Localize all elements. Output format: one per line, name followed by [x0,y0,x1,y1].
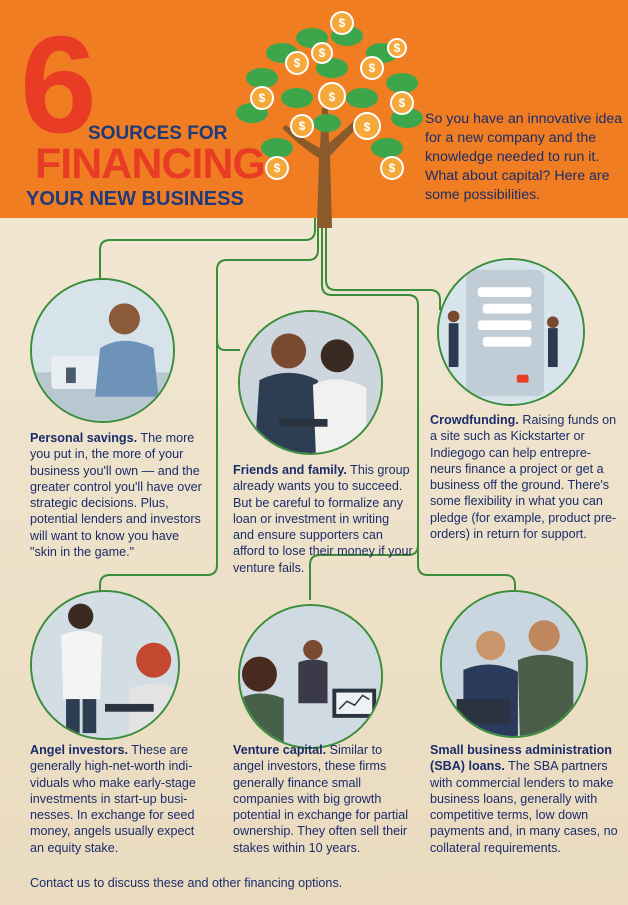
sba-loans-text: Small business administration (SBA) loan… [430,742,618,856]
money-tree-icon: $ $ $ $ $ $ $ $ $ $ $ $ [236,11,423,228]
angel-investors-body: These are generally high-net-worth indi-… [30,743,196,855]
svg-text:$: $ [299,119,306,133]
sba-loans-body: The SBA partners with commercial lenders… [430,759,618,855]
svg-text:$: $ [329,90,336,104]
footer-cta: Contact us to discuss these and other fi… [30,876,343,890]
venture-capital-body: Similar to angel investors, these firms … [233,743,409,855]
svg-text:$: $ [319,46,326,60]
title-line-1: SOURCES FOR [88,123,228,144]
number-six: 6 [20,8,97,162]
svg-text:$: $ [399,96,406,110]
friends-family-body: This group already wants you to succeed.… [233,463,413,575]
svg-text:$: $ [364,120,371,134]
friends-family-heading: Friends and family. [233,463,347,477]
sba-loans-illustration [440,590,588,738]
svg-text:$: $ [339,16,346,30]
crowdfunding-text: Crowdfunding. Raising funds on a site su… [430,412,618,542]
intro-text: So you have an innovative idea for a new… [425,111,623,203]
crowdfunding-heading: Crowdfunding. [430,413,519,427]
personal-savings-text: Personal savings. The more you put in, t… [30,430,208,560]
sba-loans-heading: Small business administration (SBA) loan… [430,743,612,774]
svg-text:$: $ [294,56,301,70]
svg-text:$: $ [369,61,376,75]
personal-savings-heading: Personal savings. [30,431,138,445]
personal-savings-illustration [30,278,175,423]
venture-capital-heading: Venture capital. [233,743,327,757]
angel-investors-text: Angel investors. These are generally hig… [30,742,210,856]
personal-savings-body: The more you put in, the more of your bu… [30,431,202,560]
title-line-3: YOUR NEW BUSINESS [26,188,244,210]
venture-capital-text: Venture capital. Similar to angel invest… [233,742,416,856]
svg-text:$: $ [259,91,266,105]
venture-capital-illustration [238,604,383,749]
angel-investors-illustration [30,590,180,740]
crowdfunding-illustration [437,258,585,406]
svg-text:$: $ [274,161,281,175]
svg-text:$: $ [389,161,396,175]
friends-family-text: Friends and family. This group already w… [233,462,413,576]
title-line-2: FINANCING [35,140,266,188]
angel-investors-heading: Angel investors. [30,743,128,757]
svg-text:$: $ [394,41,401,55]
friends-family-illustration [238,310,383,455]
crowdfunding-body: Raising funds on a site such as Kickstar… [430,413,617,542]
